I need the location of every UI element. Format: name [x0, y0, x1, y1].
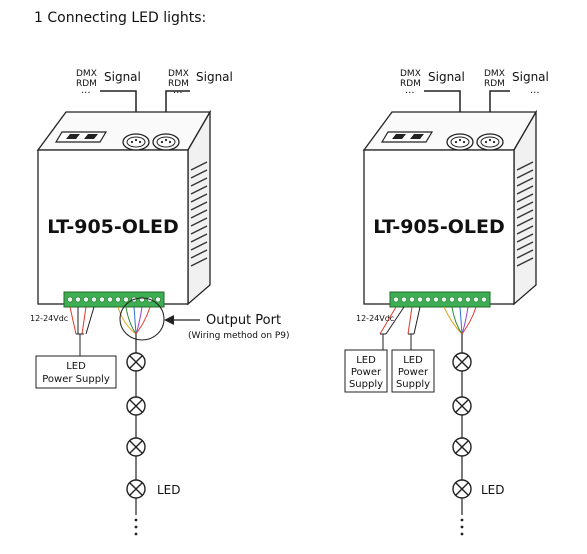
device-model: LT-905-OLED [373, 216, 505, 238]
signal-label: Signal [196, 70, 233, 84]
led-lamp [452, 352, 472, 372]
terminal-block [389, 291, 491, 308]
power-wires [69, 306, 95, 335]
device-front [363, 149, 515, 305]
led-chain [126, 334, 146, 536]
psu-label-line2: Power [398, 367, 429, 378]
psu-label-line1: LED [356, 355, 376, 366]
vent-slots [190, 161, 208, 267]
output-port-arrow [164, 315, 200, 325]
voltage-label: 12-24Vdc [30, 314, 68, 323]
voltage-label: 12-24Vdc [356, 314, 394, 323]
power-wires [379, 306, 421, 335]
led-lamp [126, 479, 146, 499]
continuation-dots: ··· [81, 88, 91, 99]
power-supply-box [344, 349, 388, 393]
rj45-ports [380, 131, 434, 143]
rdm-label: RDM [400, 79, 421, 89]
signal-label: Signal [512, 70, 549, 84]
led-lamp [126, 437, 146, 457]
continuation-dots: ··· [173, 88, 183, 99]
continuation-dots [460, 518, 464, 536]
psu-label-line1: LED [403, 355, 423, 366]
continuation-dots: ··· [530, 88, 540, 99]
vent-slots [516, 161, 534, 267]
right-signal-labels: DMX RDM Signal ··· DMX RDM Signal ··· [400, 69, 549, 99]
signal-label: Signal [104, 70, 141, 84]
dmx-label: DMX [400, 69, 421, 79]
left-diagram: DMX RDM Signal ··· DMX RDM Signal ··· [30, 69, 290, 536]
led-lamp [452, 479, 472, 499]
rj45-ports [54, 131, 108, 143]
led-chain [452, 334, 472, 536]
led-label: LED [481, 483, 505, 497]
device-front [37, 149, 189, 305]
xlr-connector [122, 133, 150, 151]
dmx-label: DMX [76, 69, 97, 79]
psu-label-line1: LED [66, 361, 86, 372]
dmx-label: DMX [484, 69, 505, 79]
rdm-label: RDM [168, 79, 189, 89]
signal-label: Signal [428, 70, 465, 84]
continuation-dots: ··· [405, 88, 415, 99]
rdm-label: RDM [484, 79, 505, 89]
xlr-connector [446, 133, 474, 151]
continuation-dots [134, 518, 138, 536]
psu-label-line3: Supply [396, 379, 430, 390]
section-heading: 1 Connecting LED lights: [34, 10, 206, 26]
led-label: LED [157, 483, 181, 497]
left-signal-labels: DMX RDM Signal ··· DMX RDM Signal ··· [76, 69, 233, 99]
wiring-note: (Wiring method on P9) [188, 331, 290, 341]
dmx-label: DMX [168, 69, 189, 79]
led-lamp [452, 437, 472, 457]
output-wires [117, 306, 151, 335]
right-diagram: DMX RDM Signal ··· DMX RDM Signal ··· [344, 69, 549, 536]
controller-device: LT-905-OLED [36, 109, 212, 308]
device-model: LT-905-OLED [47, 216, 179, 238]
power-supply-box [391, 349, 435, 393]
led-lamp [126, 352, 146, 372]
power-supply-box [35, 355, 117, 389]
led-lamp [126, 396, 146, 416]
controller-device: LT-905-OLED [362, 109, 538, 308]
output-wires [443, 306, 477, 335]
psu-label-line3: Supply [349, 379, 383, 390]
xlr-connector [152, 133, 180, 151]
psu-label-line2: Power Supply [42, 374, 110, 385]
output-port-label: Output Port [206, 313, 281, 328]
output-port-highlight [119, 297, 165, 341]
rdm-label: RDM [76, 79, 97, 89]
led-lamp [452, 396, 472, 416]
xlr-connector [476, 133, 504, 151]
terminal-block [63, 291, 165, 308]
psu-label-line2: Power [351, 367, 382, 378]
